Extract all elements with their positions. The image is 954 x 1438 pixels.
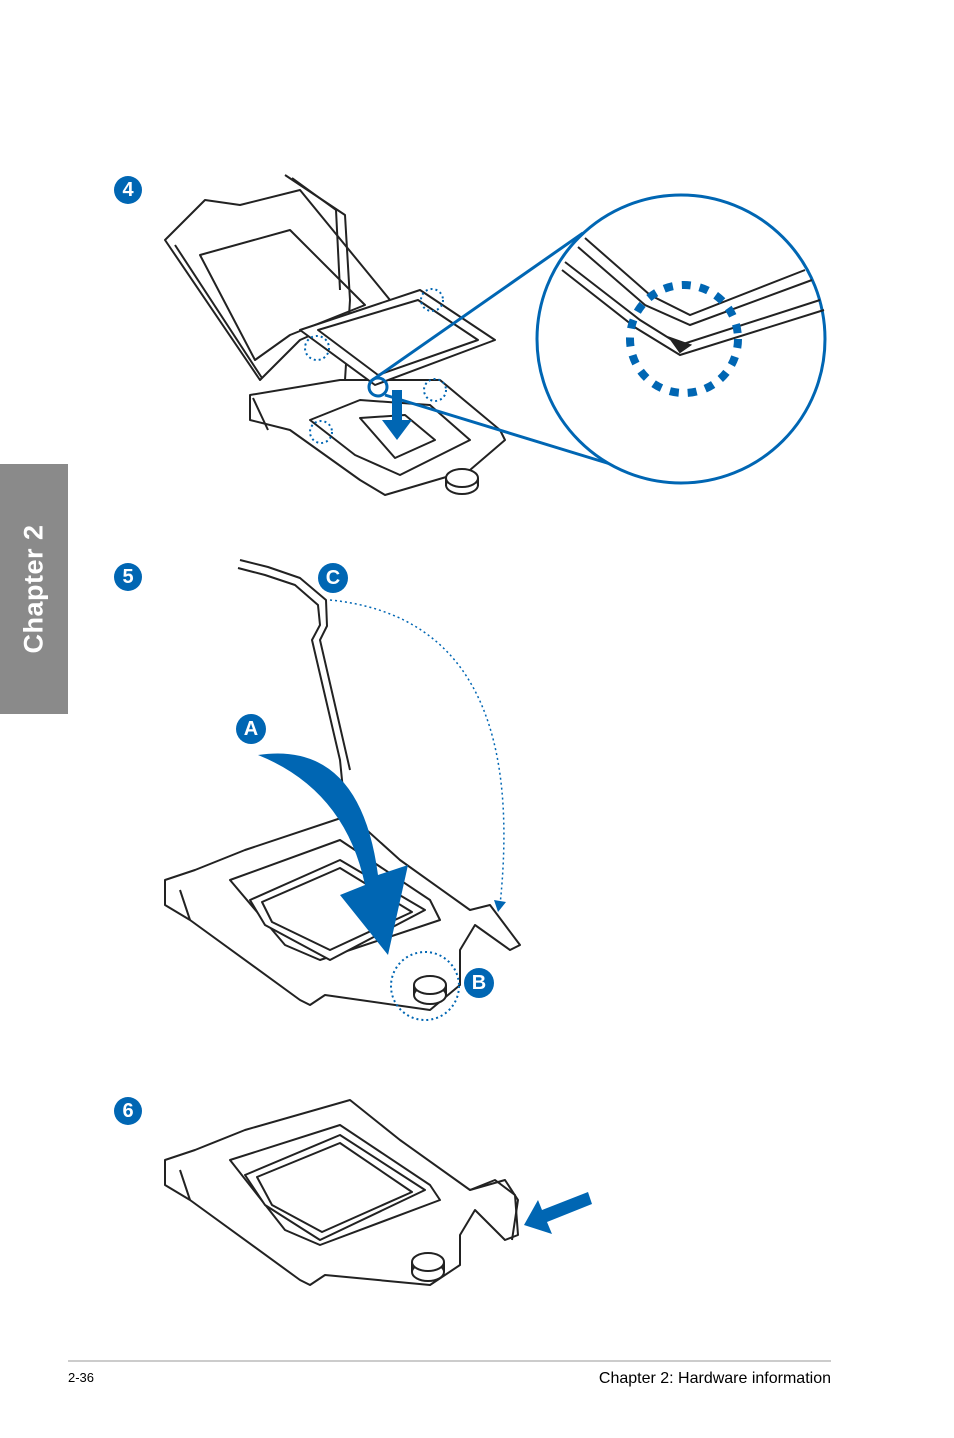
step-5-label-b: B [464, 968, 494, 998]
step-4-badge: 4 [114, 176, 142, 204]
footer-chapter-title: Chapter 2: Hardware information [599, 1370, 831, 1388]
page-number: 2-36 [68, 1370, 94, 1385]
step-5-label-c: C [318, 563, 348, 593]
step-6-badge: 6 [114, 1097, 142, 1125]
step-5-badge: 5 [114, 563, 142, 591]
step-5-label-a: A [236, 714, 266, 744]
step-6-illustration [165, 1100, 518, 1285]
step-4-illustration [165, 175, 505, 495]
step-5-lever-path-arrowhead [494, 900, 506, 912]
footer-rule [68, 1360, 831, 1362]
step-6-latch-arrow [524, 1192, 592, 1234]
